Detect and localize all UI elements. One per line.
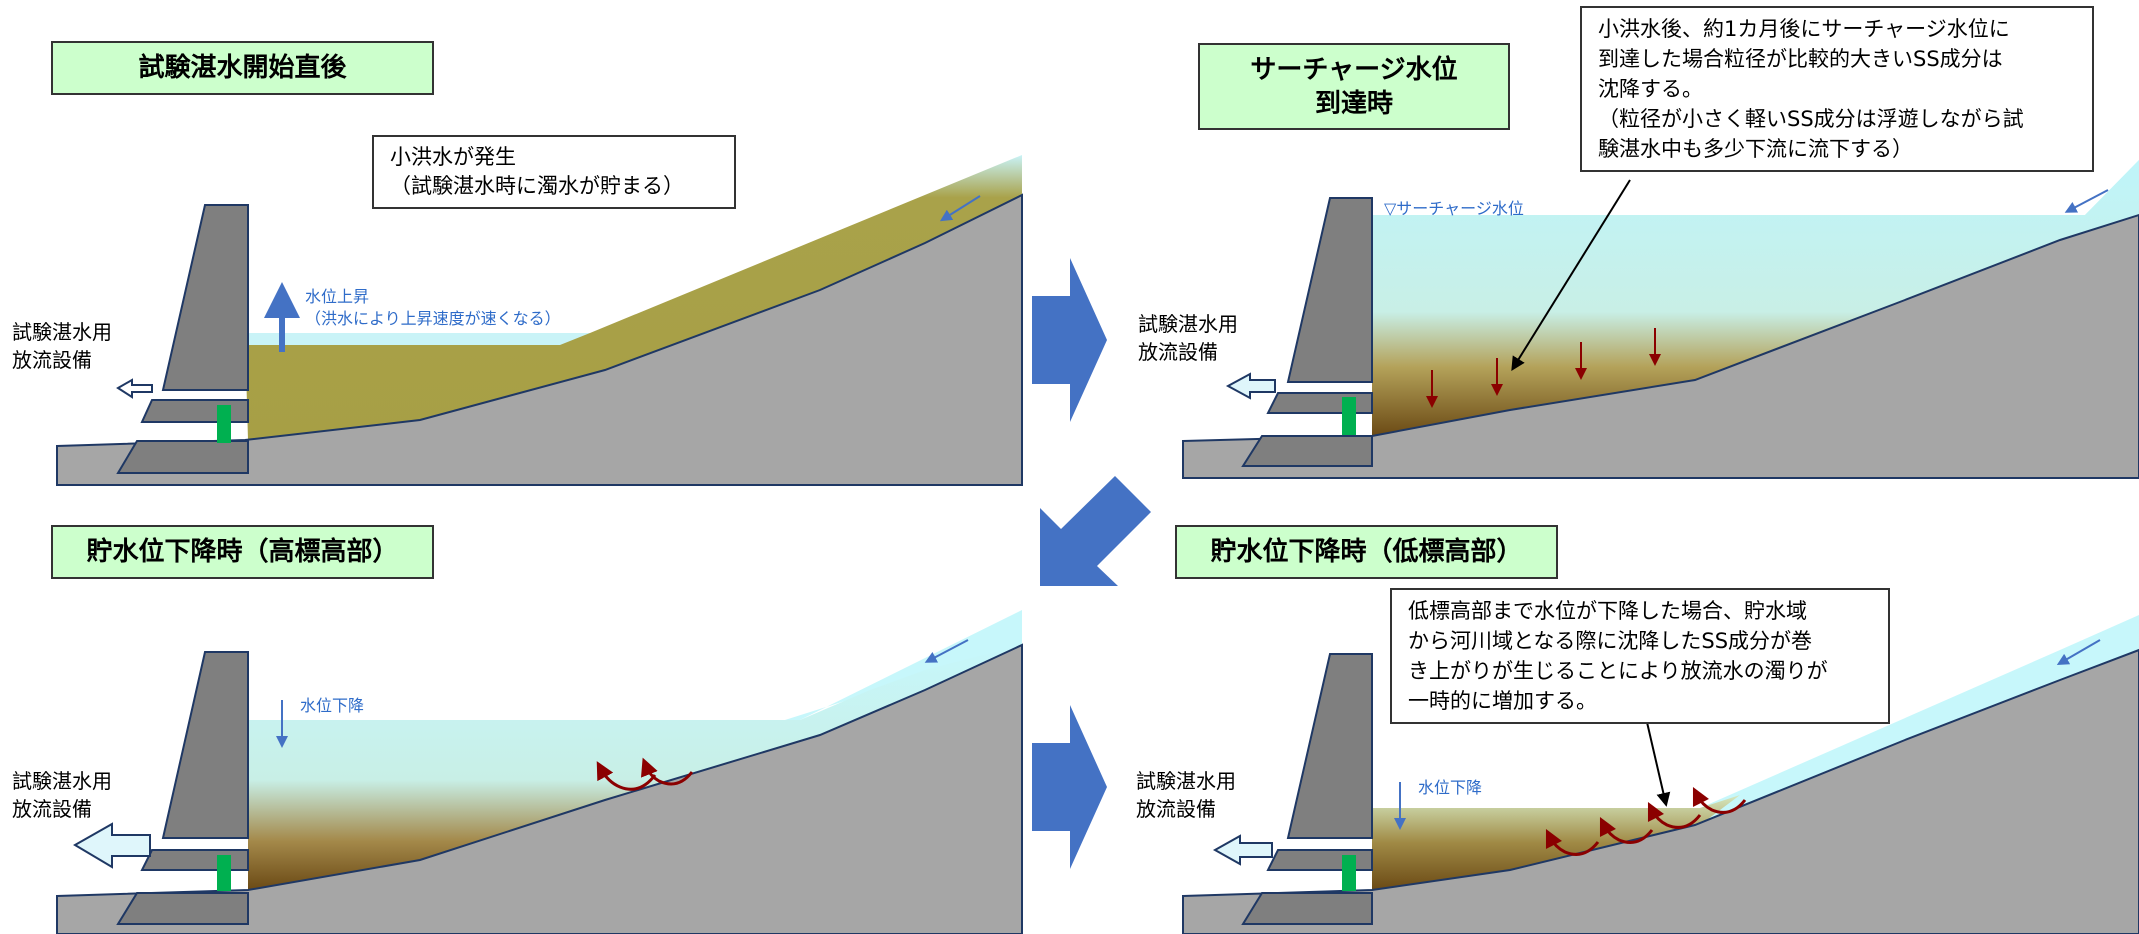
ground — [1182, 648, 2139, 934]
panel-title-bottom-left: 貯水位下降時（高標高部） — [51, 525, 434, 579]
dam-gate-upper — [140, 849, 249, 871]
ground — [56, 643, 1023, 934]
inflow-arrow-icon — [2064, 189, 2109, 213]
panel-bottom-left — [56, 610, 1023, 934]
dam-gate-upper — [140, 399, 249, 423]
note-pointer — [1511, 179, 1631, 371]
resuspension-arrow-icon — [596, 761, 657, 791]
facility-label-bottom-left: 試験湛水用 放流設備 — [12, 769, 112, 821]
outlet-pipe — [217, 855, 231, 891]
inflow-arrow-icon — [2056, 639, 2101, 666]
facility-label-top-left: 試験湛水用 放流設備 — [12, 320, 112, 372]
light-water — [1700, 615, 2139, 830]
outflow-arrow-icon — [1212, 834, 1273, 866]
outlet-pipe — [217, 405, 231, 443]
level-label-top-left: 水位上昇 （洪水により上昇速度が速くなる） — [305, 287, 561, 328]
note-top-left: 小洪水が発生 （試験湛水時に濁水が貯まる） — [372, 135, 736, 209]
level-label-bottom-left: 水位下降 — [300, 696, 365, 715]
level-label-bottom-right: 水位下降 — [1418, 778, 1483, 797]
panel-title-top-right: サーチャージ水位 到達時 — [1198, 43, 1510, 130]
down-left-arrow-icon — [1040, 476, 1151, 586]
panel-title-bottom-right: 貯水位下降時（低標高部） — [1175, 525, 1558, 579]
dam-body — [161, 204, 249, 391]
ground — [1182, 213, 2139, 479]
outflow-arrow-icon — [116, 378, 153, 399]
dam-body — [1286, 197, 1373, 383]
dam-gate-lower — [1241, 892, 1373, 925]
dam-body — [1286, 653, 1373, 839]
panel-bottom-right — [1182, 615, 2139, 934]
facility-label-bottom-right: 試験湛水用 放流設備 — [1136, 769, 1236, 821]
panel-top-right — [1182, 160, 2139, 479]
reservoir-water — [248, 645, 1022, 890]
panel-title-top-left: 試験湛水開始直後 — [51, 41, 434, 95]
outflow-arrow-icon — [1225, 372, 1276, 400]
water-surface-light — [245, 333, 590, 345]
dam-gate-lower — [1241, 435, 1373, 467]
resuspension-arrow-icon — [640, 757, 694, 786]
inflow-arrow-icon — [924, 639, 969, 663]
resuspension-arrow-icon — [1599, 816, 1654, 844]
muddy-water — [245, 155, 1022, 440]
right-arrow-icon — [1032, 705, 1107, 869]
dam-body — [161, 651, 249, 839]
resuspension-arrow-icon — [1647, 801, 1702, 829]
note-top-right: 小洪水後、約1カ月後にサーチャージ水位に 到達した場合粒径が比較的大きいSS成分… — [1580, 6, 2094, 172]
outlet-pipe — [1342, 855, 1356, 891]
dam-gate-lower — [116, 440, 249, 474]
note-bottom-right: 低標高部まで水位が下降した場合、貯水域 から河川域となる際に沈降したSS成分が巻… — [1390, 588, 1890, 724]
outlet-pipe — [1342, 397, 1356, 435]
ground — [56, 193, 1023, 486]
dam-gate-lower — [116, 892, 249, 925]
level-label-top-right: ▽サーチャージ水位 — [1384, 199, 1524, 218]
dam-gate-upper — [1266, 849, 1373, 871]
reservoir-water — [1372, 160, 2139, 436]
inflow-arrow-icon — [939, 195, 981, 222]
dam-gate-upper — [1266, 392, 1373, 414]
resuspension-arrow-icon — [1545, 828, 1600, 856]
outflow-arrow-icon — [73, 822, 151, 869]
panel-top-left — [56, 155, 1023, 486]
facility-label-top-right: 試験湛水用 放流設備 — [1138, 312, 1238, 364]
resuspension-arrow-icon — [1692, 786, 1747, 814]
right-arrow-icon — [1032, 258, 1107, 422]
